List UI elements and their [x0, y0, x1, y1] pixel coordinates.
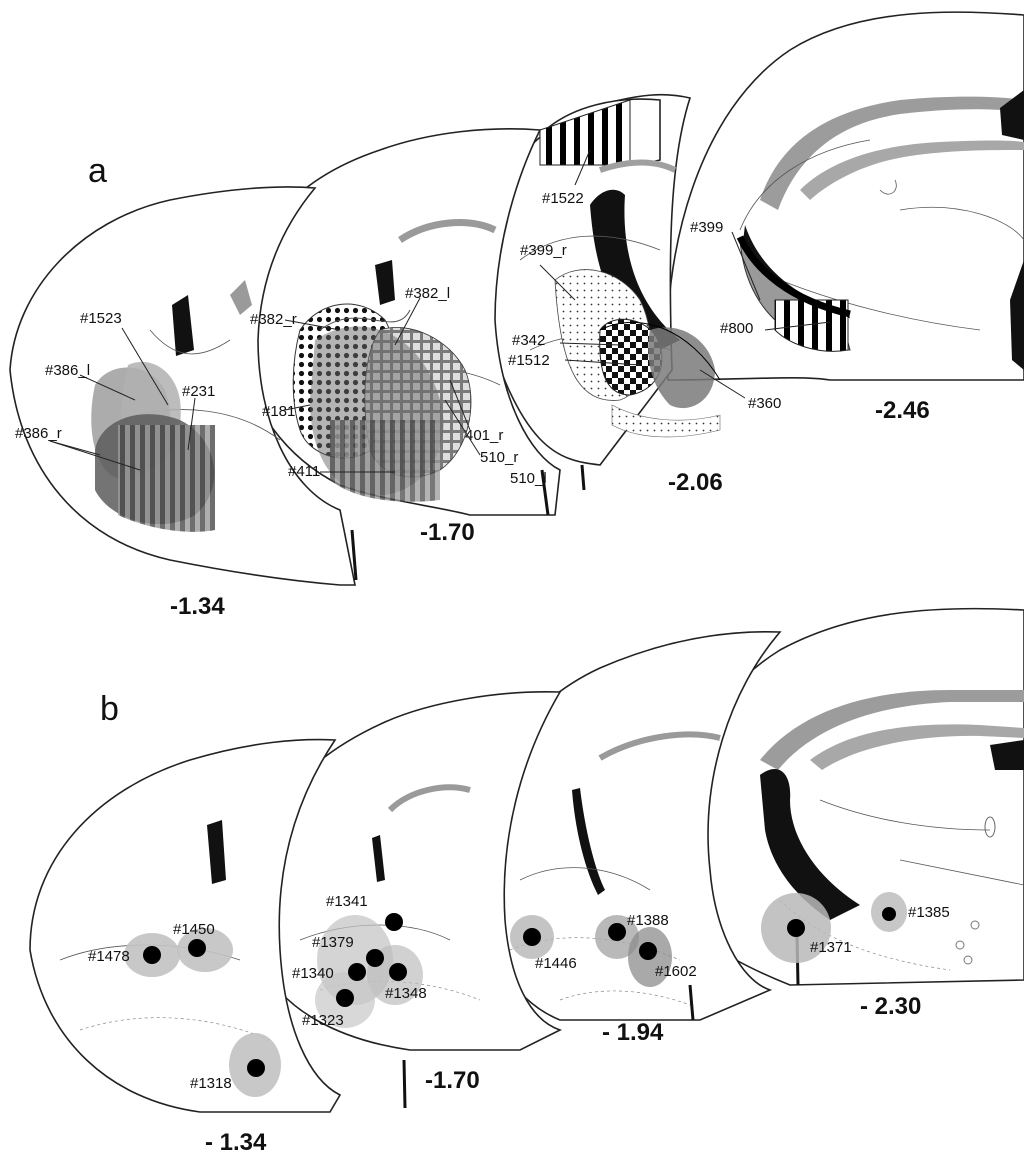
- section-label-b4: - 2.30: [860, 993, 921, 1020]
- lesion-label: #342: [512, 332, 545, 349]
- lesion-label: 510_r: [480, 449, 518, 466]
- site-label: #1348: [385, 985, 427, 1002]
- lesion-label: #382_l: [405, 285, 450, 302]
- lesion-label: #386_r: [15, 425, 62, 442]
- lesion-label: #181: [262, 403, 295, 420]
- site-label: #1388: [627, 912, 669, 929]
- section-label-a1: -1.34: [170, 593, 225, 620]
- lesion-label: #1523: [80, 310, 122, 327]
- site-label: #1379: [312, 934, 354, 951]
- lesion-label: #360: [748, 395, 781, 412]
- lesion-label: #800: [720, 320, 753, 337]
- section-label-b2: -1.70: [425, 1067, 480, 1094]
- site-label: #1371: [810, 939, 852, 956]
- lesion-label: #382_r: [250, 311, 297, 328]
- lesion-label: #411: [288, 463, 320, 480]
- site-label: #1341: [326, 893, 368, 910]
- lesion-label: #399_r: [520, 242, 567, 259]
- site-label: #1446: [535, 955, 577, 972]
- section-label-a2: -1.70: [420, 519, 475, 546]
- site-label: #1450: [173, 921, 215, 938]
- lesion-label: #386_l: [45, 362, 90, 379]
- lesion-label: #1522: [542, 190, 584, 207]
- section-label-b1: - 1.34: [205, 1129, 267, 1156]
- site-label: #1385: [908, 904, 950, 921]
- panel-label-b: b: [100, 690, 119, 728]
- site-label: #1318: [190, 1075, 232, 1092]
- site-label: #1602: [655, 963, 697, 980]
- section-label-a3: -2.06: [668, 469, 723, 496]
- site-label: #1340: [292, 965, 334, 982]
- section-label-a4: -2.46: [875, 397, 930, 424]
- site-label: #1478: [88, 948, 130, 965]
- panel-label-a: a: [88, 152, 107, 190]
- lesion-label: #1512: [508, 352, 550, 369]
- lesion-label: #399: [690, 219, 723, 236]
- lesion-label: 510_l: [510, 470, 547, 487]
- section-label-b3: - 1.94: [602, 1019, 664, 1046]
- lesion-label: #231: [182, 383, 215, 400]
- lesion-label: 401_r: [465, 427, 503, 444]
- site-label: #1323: [302, 1012, 344, 1029]
